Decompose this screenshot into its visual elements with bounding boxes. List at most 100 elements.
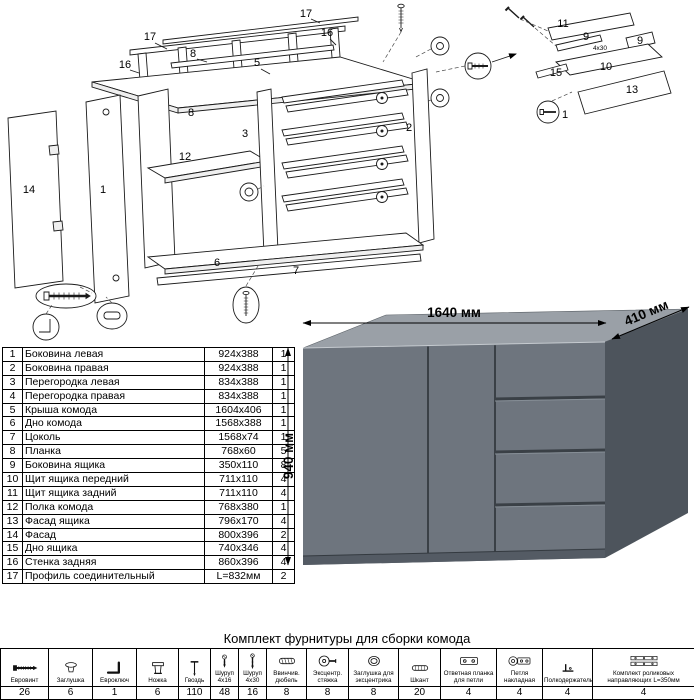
hardware-item: Шуруп 4x16: [210, 648, 239, 687]
width-label: 1640 мм: [427, 305, 481, 320]
side-panel-2: [411, 68, 435, 244]
eurovint-icon: [1, 658, 48, 678]
part-name: Крыша комода: [22, 402, 205, 418]
plug-callout-icon: [96, 296, 128, 330]
hardware-item-qty: 1: [92, 686, 137, 700]
parts-table-row: 15 Дно ящика 740x346 4: [2, 541, 295, 557]
hardware-item-qty: 4: [542, 686, 593, 700]
hardware-item-name: Петля накладная: [503, 670, 536, 685]
part-name: Боковина левая: [22, 347, 205, 362]
diagram-label: 5: [254, 57, 260, 69]
part-number: 2: [2, 360, 23, 376]
parts-table-row: 7 Цоколь 1568x74 1: [2, 430, 295, 446]
plinth-7: [156, 253, 422, 286]
screw16-icon: [211, 651, 238, 671]
diagram-label: 16: [321, 27, 333, 39]
part-name: Стенка задняя: [22, 555, 205, 571]
hardware-item-name: Заглушка для эксцентрика: [353, 670, 394, 685]
part-number: 1: [2, 347, 23, 362]
hardware-item-qty: 4: [440, 686, 497, 700]
part-name: Полка комода: [22, 499, 205, 515]
part-number: 11: [2, 485, 23, 501]
hardware-item-name: Гвоздь: [184, 677, 205, 685]
hardware-qty-row: 26 6 1 6 110 48 16 8 8 8: [0, 686, 694, 700]
door-panel-14: [7, 110, 64, 289]
part-size: 924x388: [204, 360, 273, 376]
hardware-kit-title: Комплект фурнитуры для сборки комода: [223, 631, 471, 646]
hardware-item-name: Евроключ: [100, 677, 129, 685]
hardware-item-qty: 6: [136, 686, 179, 700]
part-number: 5: [2, 402, 23, 418]
pin-icon: [399, 658, 440, 678]
hardware-item-qty: 16: [238, 686, 267, 700]
screw-callout-icon: [435, 52, 517, 80]
drawer-bevels: [494, 398, 606, 508]
part-size: 740x346: [204, 541, 273, 557]
hardware-item-name: Комплект роликовых направляющих L=350мм: [607, 670, 680, 685]
diagram-label: 1: [100, 184, 106, 196]
plate-icon: [441, 651, 496, 671]
hardware-item-qty: 48: [210, 686, 239, 700]
part-size: 1568x388: [204, 416, 273, 432]
screw30-icon: [239, 651, 266, 671]
hardware-item-name: Шкант: [410, 677, 429, 685]
part-name: Перегородка правая: [22, 388, 205, 404]
part-size: 834x388: [204, 388, 273, 404]
part-size: 1568x74: [204, 430, 273, 446]
diagram-label: 17: [300, 8, 312, 20]
hinge-icon: [497, 651, 542, 671]
part-number: 9: [2, 458, 23, 474]
diagram-label: 17: [144, 31, 156, 43]
hardware-item-name: Ответная планка для петли: [443, 670, 494, 685]
part-name: Дно ящика: [22, 541, 205, 557]
part-size: 350x110: [204, 458, 273, 474]
dimension-height: 940 мм: [281, 347, 296, 566]
part-number: 15: [2, 541, 23, 557]
eurovint-callout-icon: [35, 283, 97, 309]
hardware-item: Ножка: [136, 648, 179, 687]
hardware-item: Петля накладная: [496, 648, 543, 687]
hardware-item-name: Шуруп 4x30: [243, 670, 262, 685]
diagram-label: 15: [550, 67, 562, 79]
rails-icon: [593, 651, 694, 671]
cam-icon: [307, 651, 348, 671]
hardware-item-name: Шуруп 4x16: [215, 670, 234, 685]
part-number: 17: [2, 569, 23, 585]
leg-icon: [137, 658, 178, 678]
part-size: 1604x406: [204, 402, 273, 418]
divider-3: [239, 88, 279, 255]
parts-table-row: 2 Боковина правая 924x388 1: [2, 360, 295, 376]
hexkey-icon: [93, 658, 136, 678]
hardware-item-qty: 4: [592, 686, 694, 700]
part-size: 834x388: [204, 374, 273, 390]
camplug-icon: [349, 651, 398, 671]
part-size: 768x60: [204, 444, 273, 460]
part-size: 711x110: [204, 485, 273, 501]
parts-table-row: 1 Боковина левая 924x388 1: [2, 347, 295, 362]
part-qty: 2: [272, 569, 295, 585]
hardware-item-qty: 8: [306, 686, 349, 700]
hardware-item-name: Ввинчив. дюбель: [273, 670, 300, 685]
drawer-seams: [494, 395, 606, 507]
parts-table-row: 12 Полка комода 768x380 1: [2, 499, 295, 515]
hardware-item: Евроключ: [92, 648, 137, 687]
diagram-label: 6: [214, 257, 220, 269]
bottom-panel-6: [146, 232, 425, 275]
plinth-shadow: [303, 549, 605, 565]
hardware-item-qty: 4: [496, 686, 543, 700]
diagram-label: 7: [293, 265, 299, 277]
screw-detail-icon: [397, 3, 405, 33]
diagram-label: 1: [562, 109, 568, 121]
parts-table-row: 6 Дно комода 1568x388 1: [2, 416, 295, 432]
part-number: 12: [2, 499, 23, 515]
hexkey-callout-icon: [32, 304, 60, 341]
cam-callout-icon: [413, 36, 450, 108]
part-name: Щит ящика задний: [22, 485, 205, 501]
diagram-label: 16: [119, 59, 131, 71]
part-size: L=832мм: [204, 569, 273, 585]
diagram-label: 3: [242, 128, 248, 140]
label-leaders: [129, 18, 337, 75]
hardware-item-name: Эксцентр. стяжка: [312, 670, 343, 685]
hardware-item: Шкант: [398, 648, 441, 687]
